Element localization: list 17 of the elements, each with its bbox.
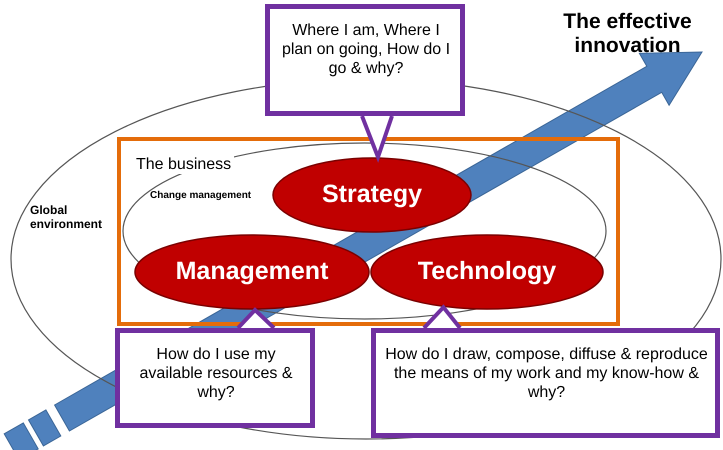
callout-text: How do I use my available resources & why? [138, 345, 294, 403]
ellipse-label: Strategy [320, 179, 424, 209]
ellipse-label: Management [174, 256, 330, 286]
region-label: Change management [150, 190, 252, 202]
callout-pointer [236, 307, 276, 330]
callout-text: Where I am, Where I plan on going, How do I go & why? [280, 21, 452, 79]
callout-pointer [422, 304, 462, 330]
frame-title: The business [133, 155, 234, 174]
callout-box [265, 4, 465, 116]
ellipse [134, 234, 370, 310]
ellipse [272, 157, 472, 233]
arrow-caption: The effective innovation [562, 10, 693, 58]
callout-text: How do I draw, compose, diffuse & reproduce the means of my work and my know-how & why? [384, 345, 709, 403]
region-label: Global environment [30, 203, 104, 232]
ellipse [370, 234, 604, 310]
callout-pointer [360, 114, 394, 163]
ellipse-label: Technology [416, 256, 558, 286]
